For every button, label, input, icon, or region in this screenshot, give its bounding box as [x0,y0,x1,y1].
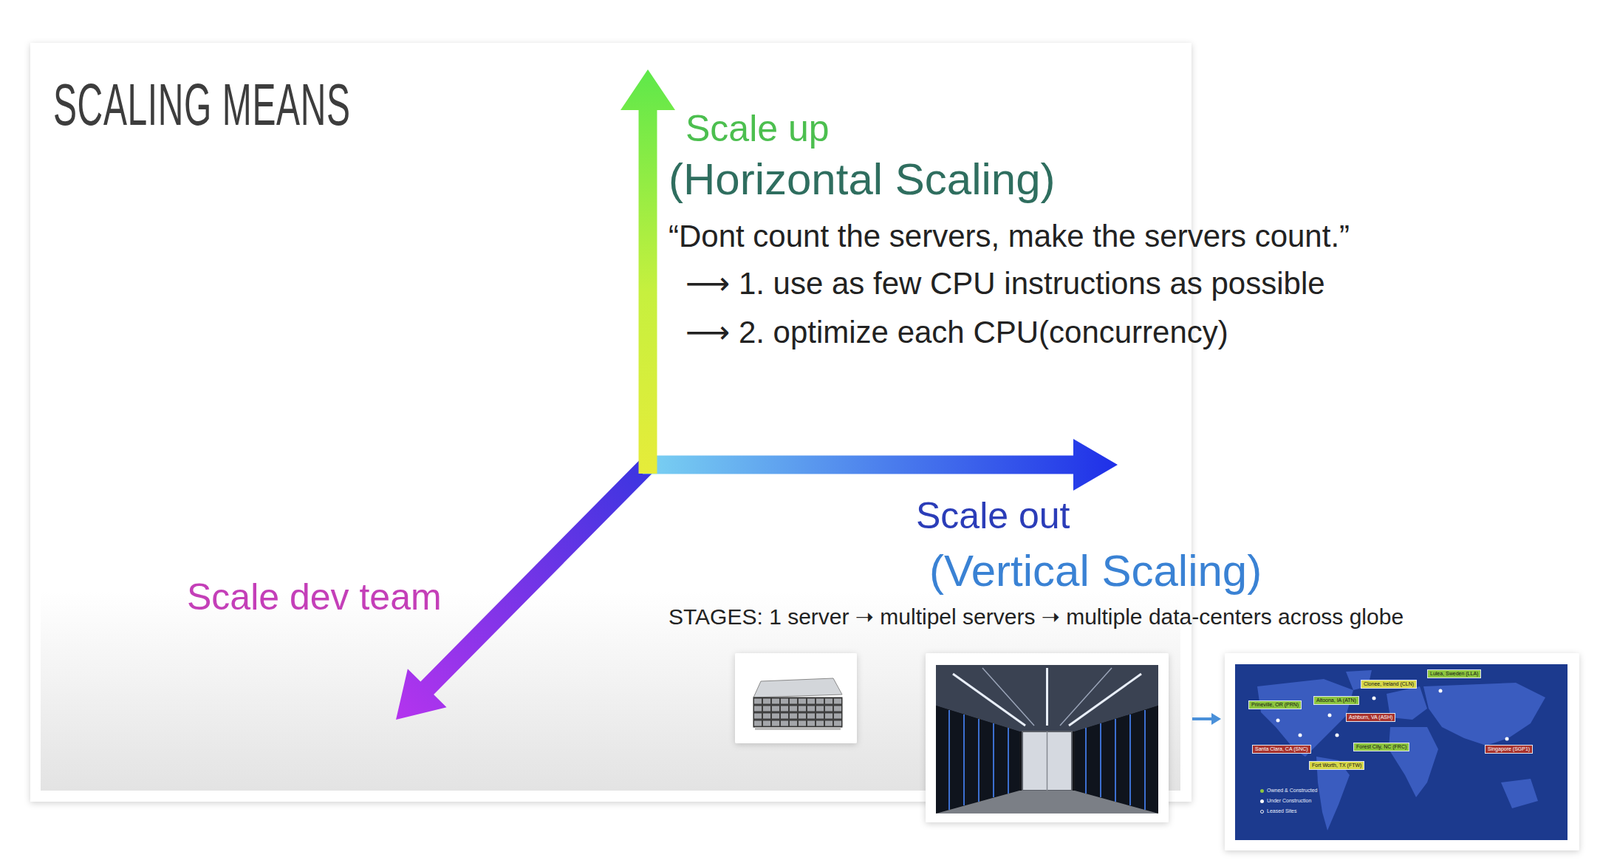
label-slot: (Vertical Scaling) [929,545,1262,597]
stage-arrow [1192,717,1213,721]
site-dot [1438,689,1443,693]
label-slot: Santa Clara, CA (SNC) [1252,744,1312,754]
rack-light [1007,727,1010,794]
stage-arrowhead [1211,712,1222,725]
map-site-label: Fort Worth, TX (FTW) [1308,760,1365,770]
map-site-label: Clonee, Ireland (CLN) [1360,679,1417,689]
server-front [753,697,843,727]
map-site-label: Singapore (SGP1) [1484,744,1533,754]
map-site-label: Altoona, IA (ATN) [1313,695,1360,705]
rack-light [1099,723,1102,798]
datacenter-photo [935,664,1159,814]
arrow-right [642,438,1118,491]
label-slot: (Horizontal Scaling) [668,153,1056,205]
datacenter-door [1022,731,1072,791]
rack-light [1114,718,1117,802]
label-slot: ⟶ 1. use as few CPU instructions as poss… [685,265,1326,302]
server-shadow [754,726,841,730]
label-slot: Forest City, NC (FRC) [1353,742,1410,752]
site-dot [1505,737,1510,741]
arrow-up [620,69,676,474]
slide-card [30,42,1192,802]
image-card [1224,653,1580,851]
legend-row: Owned & Constructed [1260,787,1318,794]
legend-dot [1260,809,1264,814]
stages-note: STAGES: 1 server ➝ multipel servers ➝ mu… [668,604,1404,631]
legend-dot [1260,788,1264,793]
rack-light [992,723,995,798]
world-map [1235,664,1568,840]
site-dot [1335,733,1340,738]
site-dot [1276,718,1281,723]
ceiling-light [1060,667,1112,726]
quote-text: “Dont count the servers, make the server… [668,218,1350,255]
bullet-text: ⟶ 2. optimize each CPU(concurrency) [685,314,1229,351]
axis-label: Scale dev team [186,576,442,620]
site-dot [1328,713,1332,718]
slide-title: SCALING MEANS [53,70,351,139]
server-top [753,678,843,698]
label-slot: Scale dev team [186,576,442,620]
site-dot [1372,696,1377,701]
axis-label: Scale up [685,107,830,151]
rack-light [963,714,965,806]
rack-light [1085,727,1087,794]
label-slot: “Dont count the servers, make the server… [668,218,1350,255]
label-slot: Altoona, IA (ATN) [1313,695,1360,705]
map-site-label: Ashburn, VA (ASH) [1345,712,1396,722]
image-card [734,653,857,744]
label-slot: Singapore (SGP1) [1484,744,1533,754]
label-slot: Clonee, Ireland (CLN) [1360,679,1417,689]
rack-light [1129,714,1131,806]
continent [1388,726,1439,798]
ceiling-light [1045,667,1049,726]
site-dot [1298,733,1303,738]
bullet-text: ⟶ 1. use as few CPU instructions as poss… [685,265,1326,302]
label-slot: Prineville, OR (PRN) [1248,700,1302,710]
legend-text: Under Construction [1266,797,1312,804]
axis-subtitle: (Vertical Scaling) [929,545,1262,597]
label-slot: STAGES: 1 server ➝ multipel servers ➝ mu… [668,604,1404,631]
map-site-label: Prineville, OR (PRN) [1248,700,1302,710]
legend-dot [1260,799,1264,803]
continent [1501,778,1538,809]
legend-row: Leased Sites [1260,808,1297,815]
continent [1423,682,1546,746]
label-slot: Scale out [915,494,1070,538]
rack-light [978,718,980,802]
label-slot: Lulea, Sweden (LLA) [1427,669,1482,679]
door-seam [1046,731,1049,791]
legend-row: Under Construction [1260,797,1312,804]
label-slot: Fort Worth, TX (FTW) [1308,760,1365,770]
label-slot: Scale up [685,107,830,151]
datacenter-floor [935,790,1159,814]
map-site-label: Forest City, NC (FRC) [1353,742,1410,752]
axis-label: Scale out [915,494,1070,538]
map-site-label: Lulea, Sweden (LLA) [1427,669,1482,679]
label-slot: ⟶ 2. optimize each CPU(concurrency) [685,314,1229,351]
title-slot: SCALING MEANS [53,70,549,139]
label-slot: Ashburn, VA (ASH) [1345,712,1396,722]
legend-text: Owned & Constructed [1266,787,1318,794]
image-card [925,653,1169,823]
axis-subtitle: (Horizontal Scaling) [668,153,1056,205]
rack-light [1144,709,1146,810]
site-dots [1276,689,1510,741]
rack-light [948,709,950,810]
ceiling-light [982,667,1035,726]
legend-text: Leased Sites [1266,808,1297,815]
map-site-label: Santa Clara, CA (SNC) [1252,744,1312,754]
